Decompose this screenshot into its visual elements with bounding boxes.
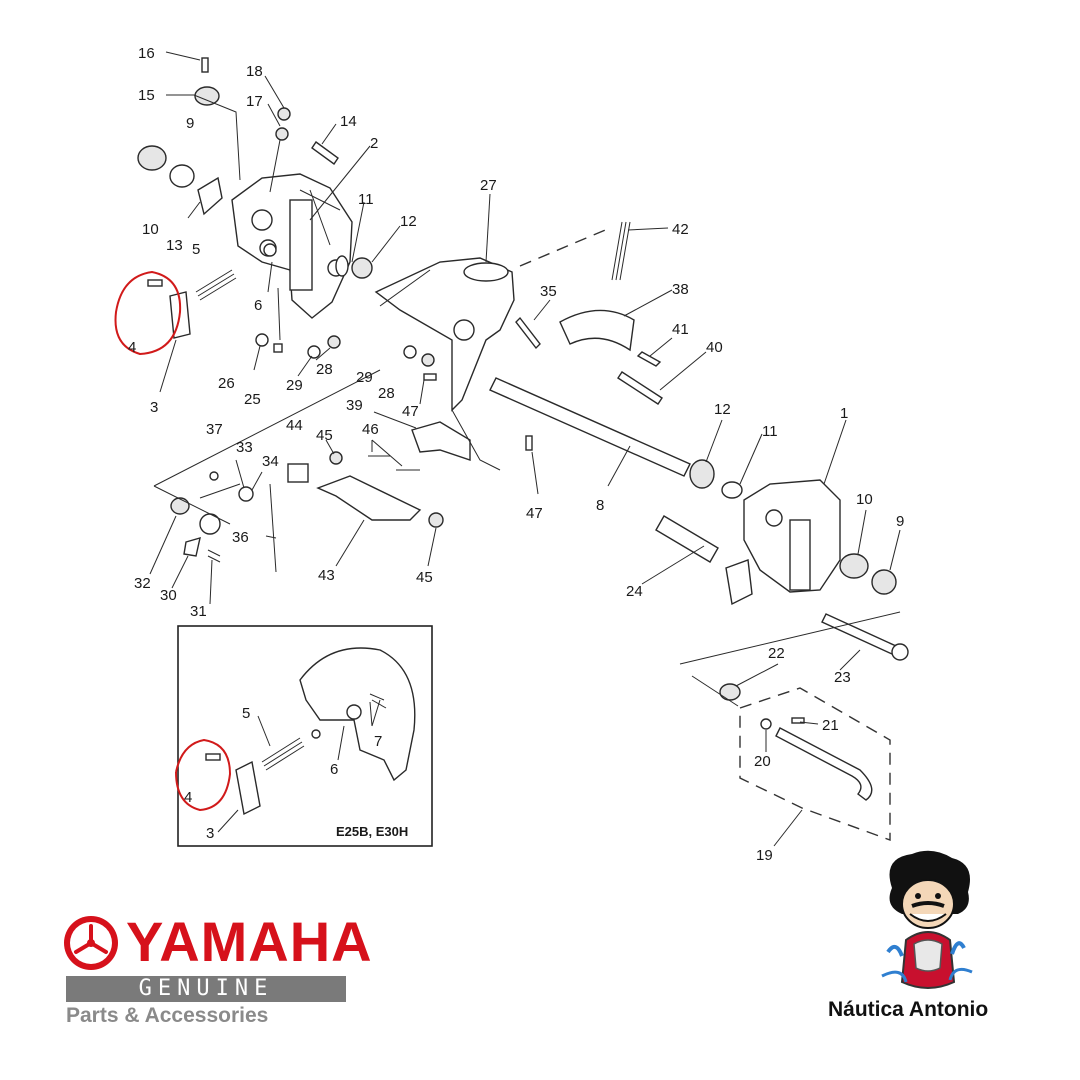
callout-40: 40 bbox=[706, 339, 723, 356]
callout-14: 14 bbox=[340, 113, 357, 130]
callout-29b: 29 bbox=[356, 369, 373, 386]
dealer-mascot-icon bbox=[881, 850, 973, 989]
callout-42: 42 bbox=[672, 221, 689, 238]
callout-18: 18 bbox=[246, 63, 263, 80]
callout-35: 35 bbox=[540, 283, 557, 300]
callout-45: 45 bbox=[316, 427, 333, 444]
callout-47: 47 bbox=[402, 403, 419, 420]
yamaha-tuning-fork-icon bbox=[64, 916, 118, 970]
callout-27: 27 bbox=[480, 177, 497, 194]
callout-26: 26 bbox=[218, 375, 235, 392]
callout-6: 6 bbox=[254, 297, 262, 314]
callout-2: 2 bbox=[370, 135, 378, 152]
yamaha-genuine-logo: YAMAHA GENUINE Parts & Accessories bbox=[62, 910, 372, 1030]
callout-34: 34 bbox=[262, 453, 279, 470]
callout-46: 46 bbox=[362, 421, 379, 438]
callout-13: 13 bbox=[166, 237, 183, 254]
inset-callout-3: 3 bbox=[206, 825, 214, 842]
inset-model-label: E25B, E30H bbox=[336, 824, 408, 839]
callout-21: 21 bbox=[822, 717, 839, 734]
callout-44: 44 bbox=[286, 417, 303, 434]
callout-20: 20 bbox=[754, 753, 771, 770]
leader-lines bbox=[149, 51, 901, 847]
callout-3: 3 bbox=[150, 399, 158, 416]
callout-labels: 16 15 18 17 14 9 2 10 13 11 12 27 42 5 6… bbox=[128, 45, 904, 864]
callout-5: 5 bbox=[192, 241, 200, 258]
callout-9b: 9 bbox=[896, 513, 904, 530]
callout-28: 28 bbox=[316, 361, 333, 378]
callout-8: 8 bbox=[596, 497, 604, 514]
callout-41: 41 bbox=[672, 321, 689, 338]
callout-12b: 12 bbox=[714, 401, 731, 418]
parts-accessories-text: Parts & Accessories bbox=[66, 1004, 269, 1027]
callout-33: 33 bbox=[236, 439, 253, 456]
callout-23: 23 bbox=[834, 669, 851, 686]
part-19-group-outline bbox=[739, 687, 891, 841]
genuine-bar: GENUINE bbox=[66, 976, 346, 1002]
inset-callout-6: 6 bbox=[330, 761, 338, 778]
callout-22: 22 bbox=[768, 645, 785, 662]
callout-32: 32 bbox=[134, 575, 151, 592]
callout-43: 43 bbox=[318, 567, 335, 584]
callout-24: 24 bbox=[626, 583, 643, 600]
callout-36: 36 bbox=[232, 529, 249, 546]
callout-38: 38 bbox=[672, 281, 689, 298]
callout-12: 12 bbox=[400, 213, 417, 230]
yamaha-wordmark: YAMAHA bbox=[126, 910, 373, 973]
callout-31: 31 bbox=[190, 603, 207, 620]
callout-19: 19 bbox=[756, 847, 773, 864]
inset-panel bbox=[177, 625, 433, 847]
callout-1: 1 bbox=[840, 405, 848, 422]
inset-callout-5: 5 bbox=[242, 705, 250, 722]
callout-25: 25 bbox=[244, 391, 261, 408]
callout-30: 30 bbox=[160, 587, 177, 604]
inset-callout-7: 7 bbox=[374, 733, 382, 750]
callout-28b: 28 bbox=[378, 385, 395, 402]
callout-29: 29 bbox=[286, 377, 303, 394]
callout-17: 17 bbox=[246, 93, 263, 110]
callout-37: 37 bbox=[206, 421, 223, 438]
callout-10b: 10 bbox=[856, 491, 873, 508]
dealer-name: Náutica Antonio bbox=[828, 998, 989, 1021]
callout-11: 11 bbox=[358, 191, 374, 208]
callout-39: 39 bbox=[346, 397, 363, 414]
callout-11b: 11 bbox=[762, 423, 778, 440]
nautica-antonio-logo: Náutica Antonio bbox=[822, 848, 1042, 1028]
left-clamp-bracket bbox=[231, 173, 353, 319]
callout-47b: 47 bbox=[526, 505, 543, 522]
highlight-circle-part-4 bbox=[114, 270, 182, 356]
highlight-circle-part-4-inset bbox=[175, 738, 232, 812]
callout-45b: 45 bbox=[416, 569, 433, 586]
callout-15: 15 bbox=[138, 87, 155, 104]
callout-4: 4 bbox=[128, 339, 136, 356]
callout-16: 16 bbox=[138, 45, 155, 62]
part-shapes bbox=[137, 57, 909, 801]
callout-10: 10 bbox=[142, 221, 159, 238]
inset-callout-4: 4 bbox=[184, 789, 192, 806]
callout-9: 9 bbox=[186, 115, 194, 132]
